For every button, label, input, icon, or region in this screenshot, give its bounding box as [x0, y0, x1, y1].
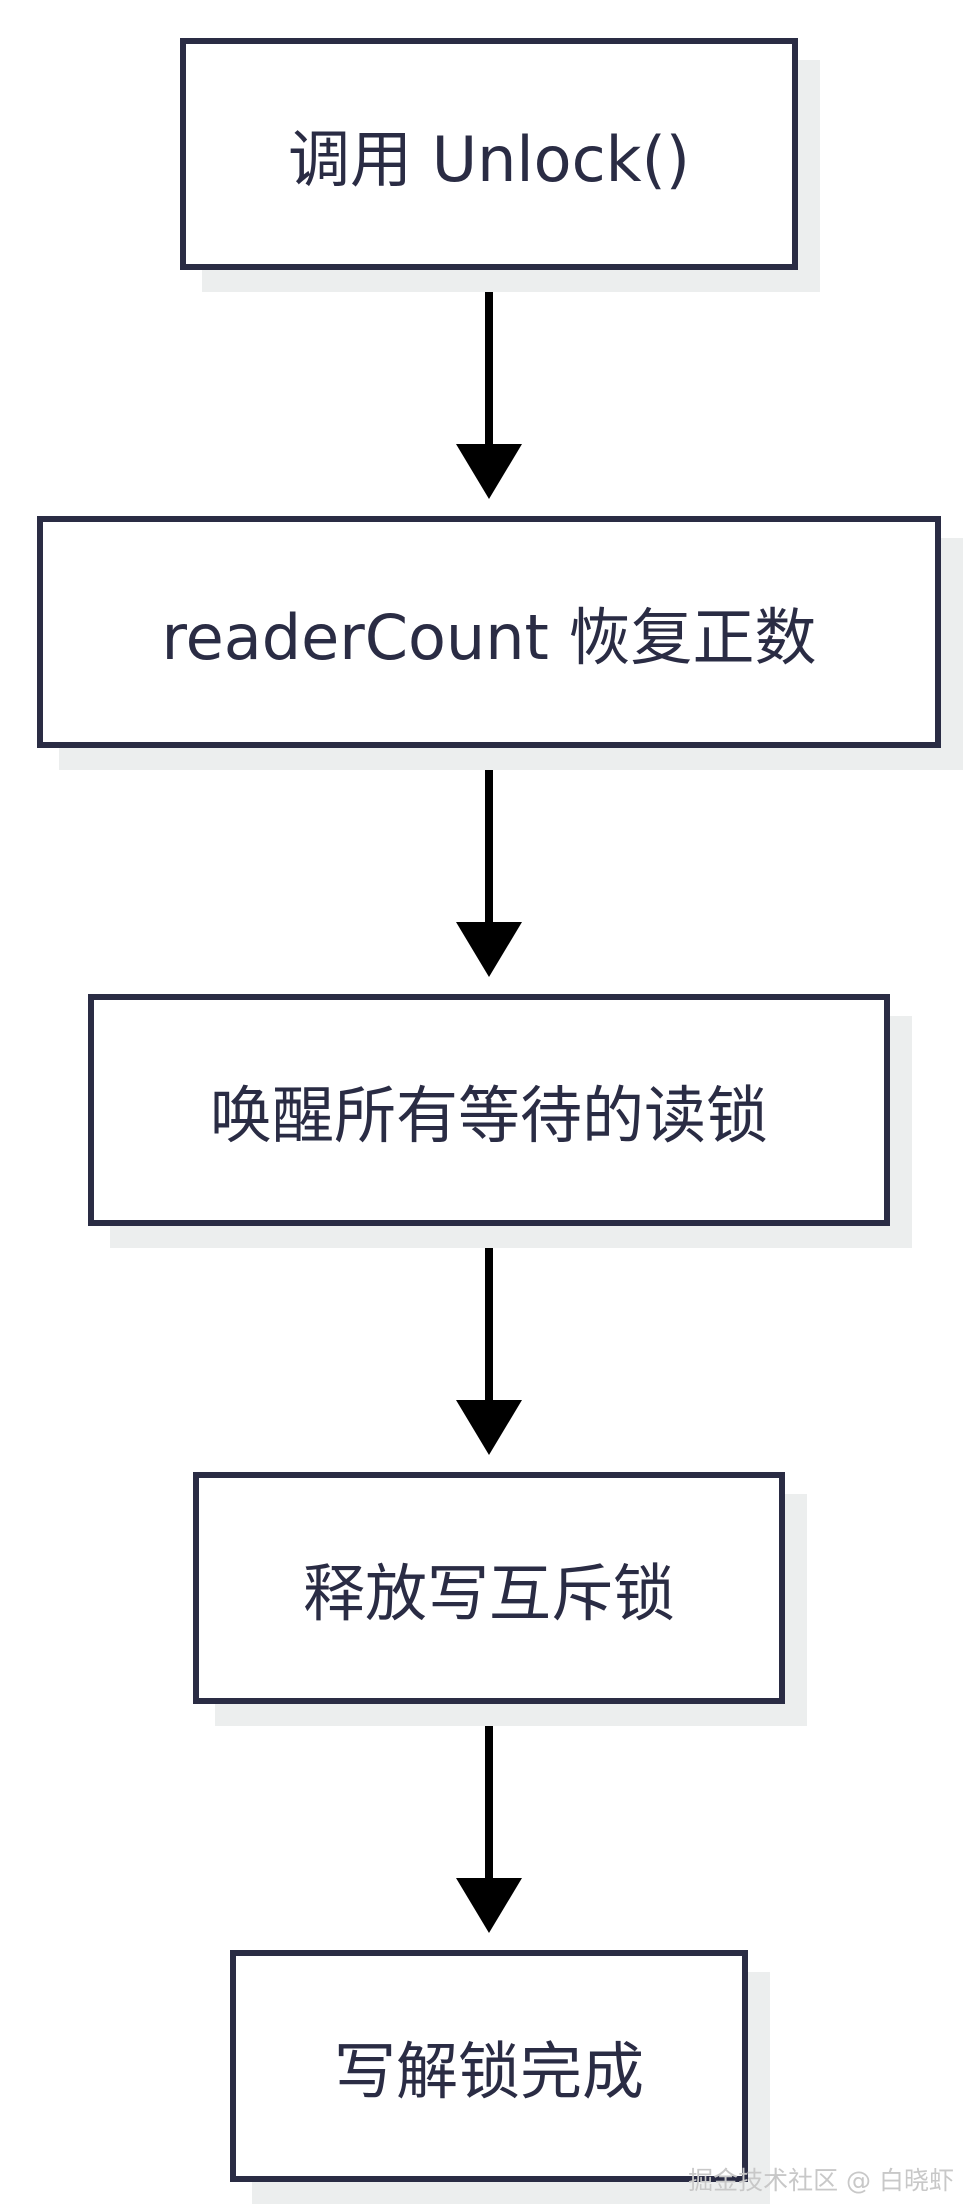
arrow-2-to-3 — [456, 748, 522, 977]
step-write-unlock-done: 写解锁完成 — [230, 1950, 748, 2182]
step-write-unlock-done-label: 写解锁完成 — [333, 2035, 644, 2108]
step-call-unlock: 调用 Unlock() — [180, 38, 798, 270]
step-wake-readers-label: 唤醒所有等待的读锁 — [209, 1079, 768, 1152]
step-restore-readercount-label: readerCount 恢复正数 — [161, 601, 817, 674]
step-release-write-mutex: 释放写互斥锁 — [193, 1472, 785, 1704]
step-release-write-mutex-label: 释放写互斥锁 — [302, 1557, 675, 1630]
watermark: 掘金技术社区 @ 白晓虾 — [688, 2166, 954, 2195]
step-call-unlock-label: 调用 Unlock() — [288, 123, 690, 196]
arrow-3-to-4 — [456, 1226, 522, 1455]
step-wake-readers: 唤醒所有等待的读锁 — [88, 994, 890, 1226]
step-restore-readercount: readerCount 恢复正数 — [37, 516, 941, 748]
arrow-1-to-2 — [456, 270, 522, 499]
arrow-4-to-5 — [456, 1704, 522, 1933]
